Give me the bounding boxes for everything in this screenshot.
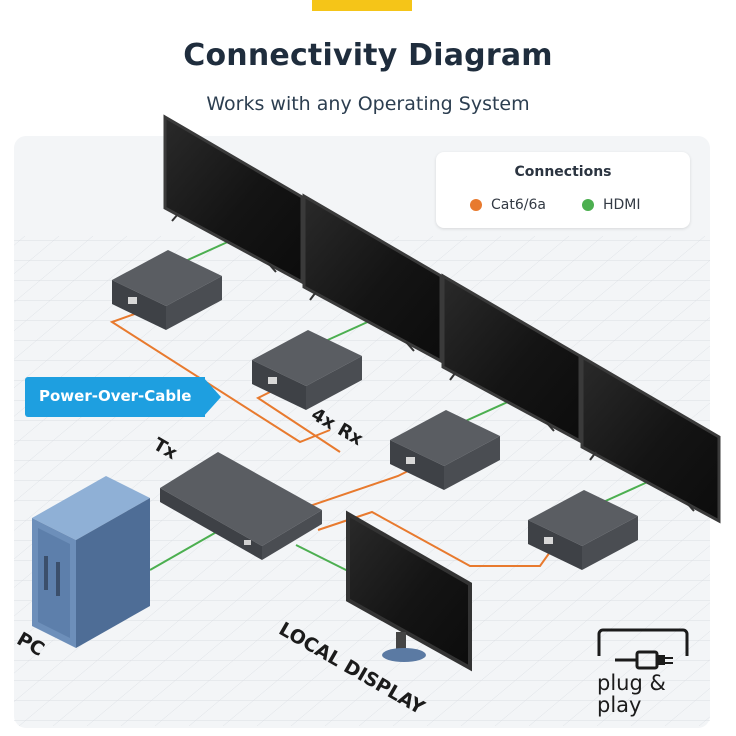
hdmi-cable-pc [149, 529, 221, 571]
legend: Connections Cat6/6a HDMI [436, 152, 690, 228]
power-over-cable-label: Power-Over-Cable [39, 387, 192, 405]
display-4 [580, 354, 721, 524]
transmitter [160, 452, 322, 560]
hdmi-color-dot [581, 199, 594, 211]
display-3 [441, 273, 582, 444]
plug-text-line2: play [597, 693, 642, 717]
plug-icon [597, 628, 689, 670]
legend-items: Cat6/6a HDMI [470, 197, 676, 213]
receiver-2 [252, 330, 362, 410]
pc-tower [32, 476, 150, 648]
receiver-3 [390, 410, 500, 490]
legend-item-cat6: Cat6/6a [470, 197, 546, 213]
accent-bar [312, 0, 412, 11]
legend-label-cat6: Cat6/6a [491, 197, 546, 213]
legend-item-hdmi: HDMI [581, 197, 641, 213]
cat6-cable-rx2 [256, 391, 341, 453]
page-title: Connectivity Diagram [183, 38, 553, 73]
power-over-cable-callout: Power-Over-Cable [25, 377, 221, 417]
display-1 [163, 114, 304, 285]
hdmi-cable-local [295, 544, 351, 573]
page-subtitle: Works with any Operating System [206, 93, 530, 115]
local-display-monitor [346, 510, 472, 672]
plug-and-play-text: plug & play [597, 672, 666, 716]
plug-text-line1: plug & [597, 671, 666, 695]
receiver-1 [112, 250, 222, 330]
legend-title: Connections [514, 164, 612, 180]
cat6-color-dot [470, 199, 482, 211]
display-2 [302, 193, 443, 364]
legend-label-hdmi: HDMI [602, 197, 641, 213]
plug-and-play-badge: plug & play [597, 628, 689, 720]
cat6-cable-rx3 [297, 469, 411, 511]
receiver-4 [528, 490, 638, 570]
